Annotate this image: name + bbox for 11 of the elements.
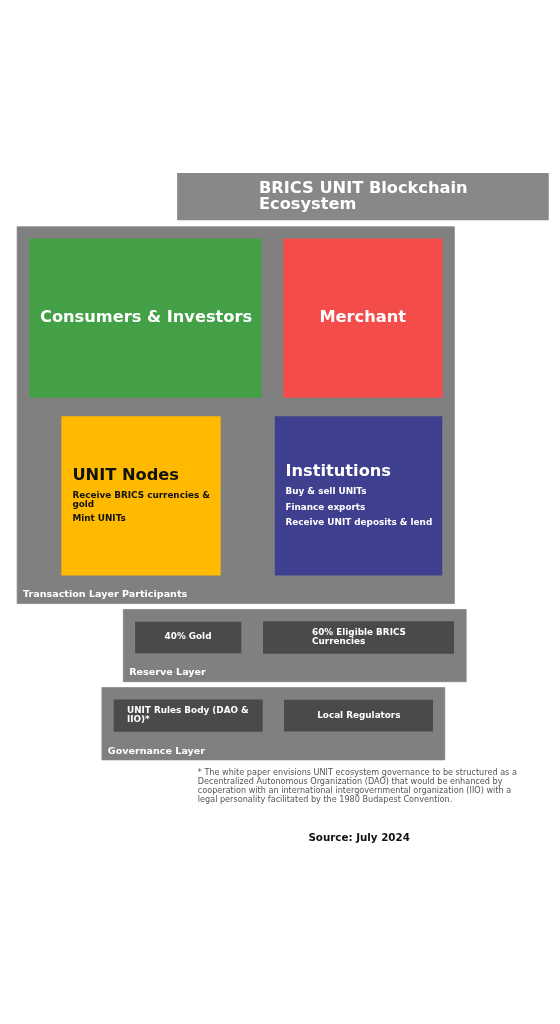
label: * The white paper envisions UNIT ecosystem governance to be structured as a Decentralized Autonomous Organization (DAO) that would be enhanced by cooperation with an international intergovernmental organization (IIO) with a legal personality facilitated by the 1980 Budapest Convention. <box>197 766 517 804</box>
node-box: Merchant <box>283 238 443 398</box>
node-box: 40% Gold <box>135 621 242 653</box>
node-box: UNIT Rules Body (DAO & IIO)* <box>113 698 263 732</box>
node-box: BRICS UNIT Blockchain Ecosystem <box>177 172 549 220</box>
node-box: Institutions Buy & sell UNITs Finance exports Receive UNIT deposits & lend <box>274 415 443 576</box>
node-box: Consumers & Investors <box>29 238 262 398</box>
label: Source: July 2024 <box>308 830 410 843</box>
node-box: UNIT Nodes Receive BRICS currencies & gold Mint UNITs <box>61 415 221 576</box>
node-box: 60% Eligible BRICS Currencies <box>263 620 454 654</box>
node-box: Local Regulators <box>284 699 433 731</box>
